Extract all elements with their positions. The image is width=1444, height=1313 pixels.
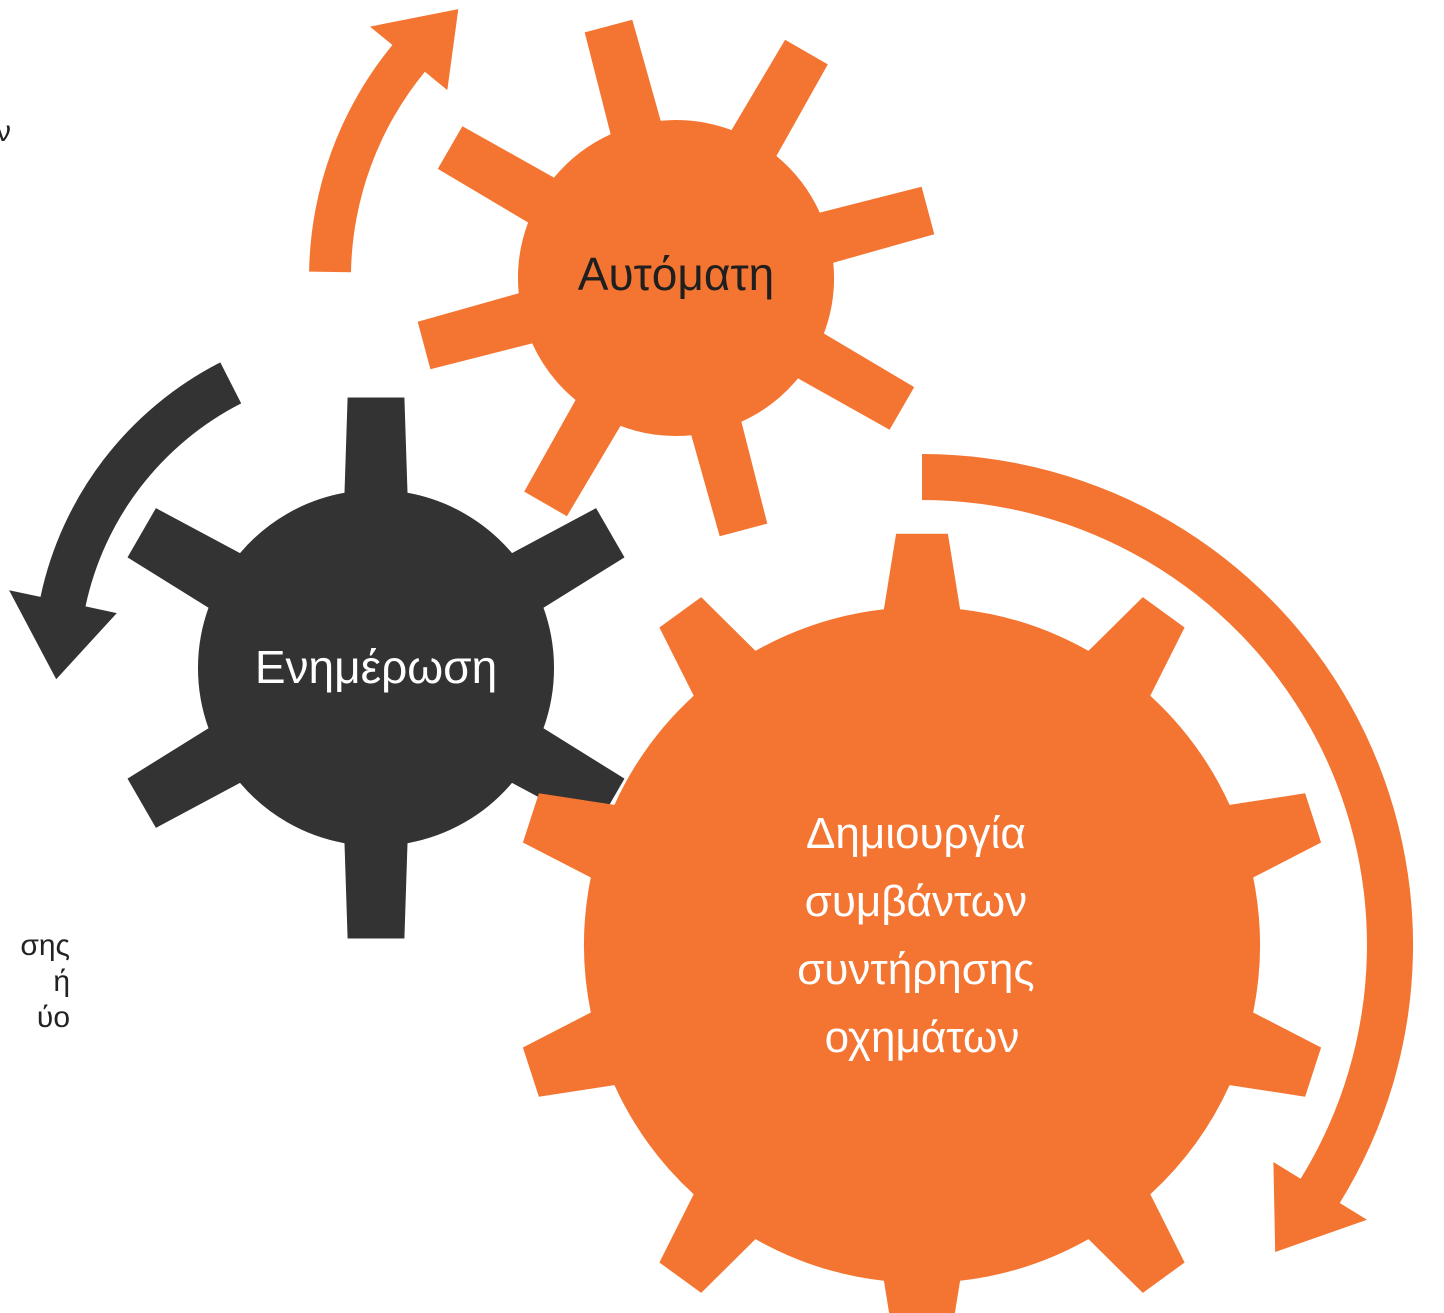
- cropped-text-line: ή: [53, 965, 70, 998]
- gear-label-maintenance: Δημιουργία συμβάντων συντήρησης οχημάτων: [797, 809, 1047, 1062]
- gear-update: [127, 397, 625, 939]
- cropped-text-top-left: ν: [0, 114, 11, 150]
- arrow-left-dark: [9, 362, 242, 680]
- gear-label-line: Ενημέρωση: [255, 641, 497, 693]
- arrow-right-orange: [922, 454, 1414, 1252]
- gear-automatic: [417, 19, 935, 537]
- cropped-text-line: ύο: [36, 1001, 70, 1034]
- cropped-text-line: σης: [20, 929, 70, 962]
- cropped-text-bottom-left: σης ή ύο: [0, 928, 70, 1036]
- gear-label-line: συντήρησης: [797, 945, 1034, 994]
- gear-label-update: Ενημέρωση: [255, 641, 497, 693]
- gear-label-line: Δημιουργία: [806, 809, 1026, 858]
- gear-label-line: οχημάτων: [825, 1013, 1020, 1062]
- gear-label-automatic: Αυτόματη: [578, 248, 774, 300]
- gear-maintenance-events: [522, 533, 1322, 1313]
- gear-label-line: συμβάντων: [805, 877, 1027, 926]
- arrow-top-orange: [309, 9, 459, 273]
- gear-label-line: Αυτόματη: [578, 248, 774, 300]
- cropped-text-line: ν: [0, 115, 11, 148]
